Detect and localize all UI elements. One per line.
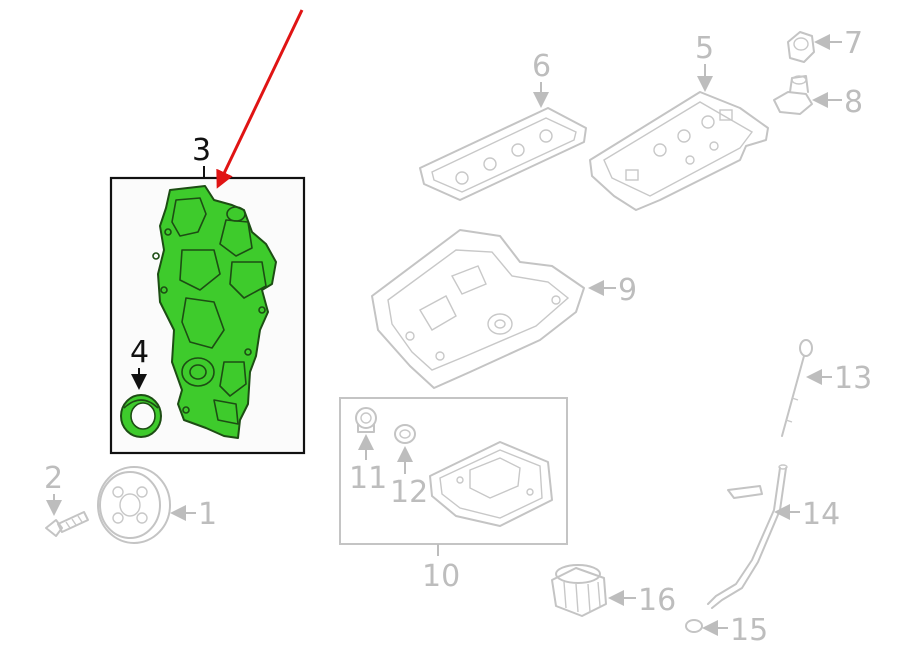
drain-plug-washer-part[interactable] [394,424,416,444]
callout-15[interactable]: 15 [730,613,768,648]
callout-4[interactable]: 4 [130,335,149,370]
callout-5[interactable]: 5 [695,31,714,66]
callout-3[interactable]: 3 [192,133,211,168]
callout-13[interactable]: 13 [834,361,872,396]
callout-1[interactable]: 1 [198,497,217,532]
callout-8[interactable]: 8 [844,85,863,120]
part-group-10: 11 12 [339,397,568,545]
red-pointer-arrow [216,9,304,189]
callout-9[interactable]: 9 [618,273,637,308]
o-ring-part[interactable] [685,619,703,633]
dipstick-part[interactable] [781,339,813,437]
callout-16[interactable]: 16 [638,583,676,618]
callout-10[interactable]: 10 [422,559,460,594]
drain-plug-part[interactable] [355,407,377,433]
crankshaft-seal-part[interactable] [120,394,162,438]
part-group-3-4: 3 4 [109,133,306,455]
upper-oil-pan-part[interactable] [371,229,585,389]
callout-12[interactable]: 12 [390,475,428,510]
oil-filler-cap-part[interactable] [787,31,815,63]
lower-oil-pan-part[interactable] [429,441,553,527]
dipstick-tube-part[interactable] [707,464,788,609]
callout-14[interactable]: 14 [802,497,840,532]
callout-11[interactable]: 11 [349,461,387,496]
callout-2[interactable]: 2 [44,461,63,496]
breather-valve-part[interactable] [773,75,813,115]
callout-6[interactable]: 6 [532,49,551,84]
timing-cover-part[interactable] [152,185,277,439]
valve-cover-part[interactable] [589,91,769,211]
callout-7[interactable]: 7 [844,26,863,61]
pulley-bolt-part[interactable] [45,511,89,537]
valve-cover-gasket-part[interactable] [419,107,587,201]
crankshaft-pulley-part[interactable] [97,466,171,544]
part-10-frame [339,397,568,545]
oil-filter-part[interactable] [551,564,607,617]
